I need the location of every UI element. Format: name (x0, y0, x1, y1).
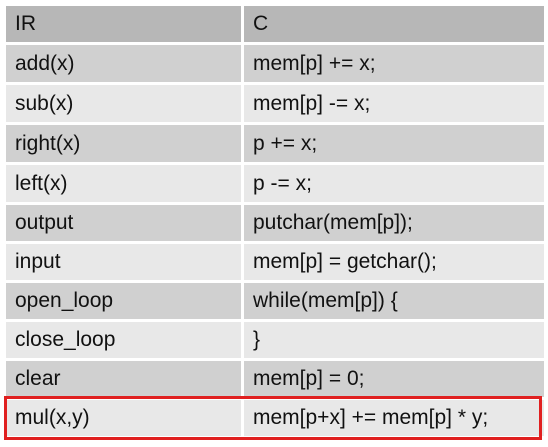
c-cell: p -= x; (244, 165, 544, 205)
table-row: add(x) mem[p] += x; (6, 45, 544, 85)
table-row: close_loop } (6, 322, 544, 361)
table-row: input mem[p] = getchar(); (6, 244, 544, 283)
ir-cell: clear (6, 361, 244, 400)
ir-cell: add(x) (6, 45, 244, 85)
table-row: sub(x) mem[p] -= x; (6, 85, 544, 125)
c-cell: } (244, 322, 544, 361)
c-cell: putchar(mem[p]); (244, 205, 544, 244)
header-ir: IR (6, 6, 244, 45)
ir-cell: output (6, 205, 244, 244)
c-cell: p += x; (244, 125, 544, 165)
ir-cell: close_loop (6, 322, 244, 361)
table-row: clear mem[p] = 0; (6, 361, 544, 400)
ir-to-c-table: IR C add(x) mem[p] += x; sub(x) mem[p] -… (6, 6, 544, 439)
c-cell: while(mem[p]) { (244, 283, 544, 322)
ir-cell: mul(x,y) (6, 400, 244, 439)
table-row-highlighted: mul(x,y) mem[p+x] += mem[p] * y; (6, 400, 544, 439)
c-cell: mem[p] = 0; (244, 361, 544, 400)
table-row: open_loop while(mem[p]) { (6, 283, 544, 322)
c-cell: mem[p+x] += mem[p] * y; (244, 400, 544, 439)
c-cell: mem[p] = getchar(); (244, 244, 544, 283)
table-row: left(x) p -= x; (6, 165, 544, 205)
c-cell: mem[p] += x; (244, 45, 544, 85)
ir-cell: open_loop (6, 283, 244, 322)
ir-cell: left(x) (6, 165, 244, 205)
ir-cell: sub(x) (6, 85, 244, 125)
ir-cell: input (6, 244, 244, 283)
table-header-row: IR C (6, 6, 544, 45)
header-c: C (244, 6, 544, 45)
table-row: right(x) p += x; (6, 125, 544, 165)
table-row: output putchar(mem[p]); (6, 205, 544, 244)
ir-cell: right(x) (6, 125, 244, 165)
c-cell: mem[p] -= x; (244, 85, 544, 125)
